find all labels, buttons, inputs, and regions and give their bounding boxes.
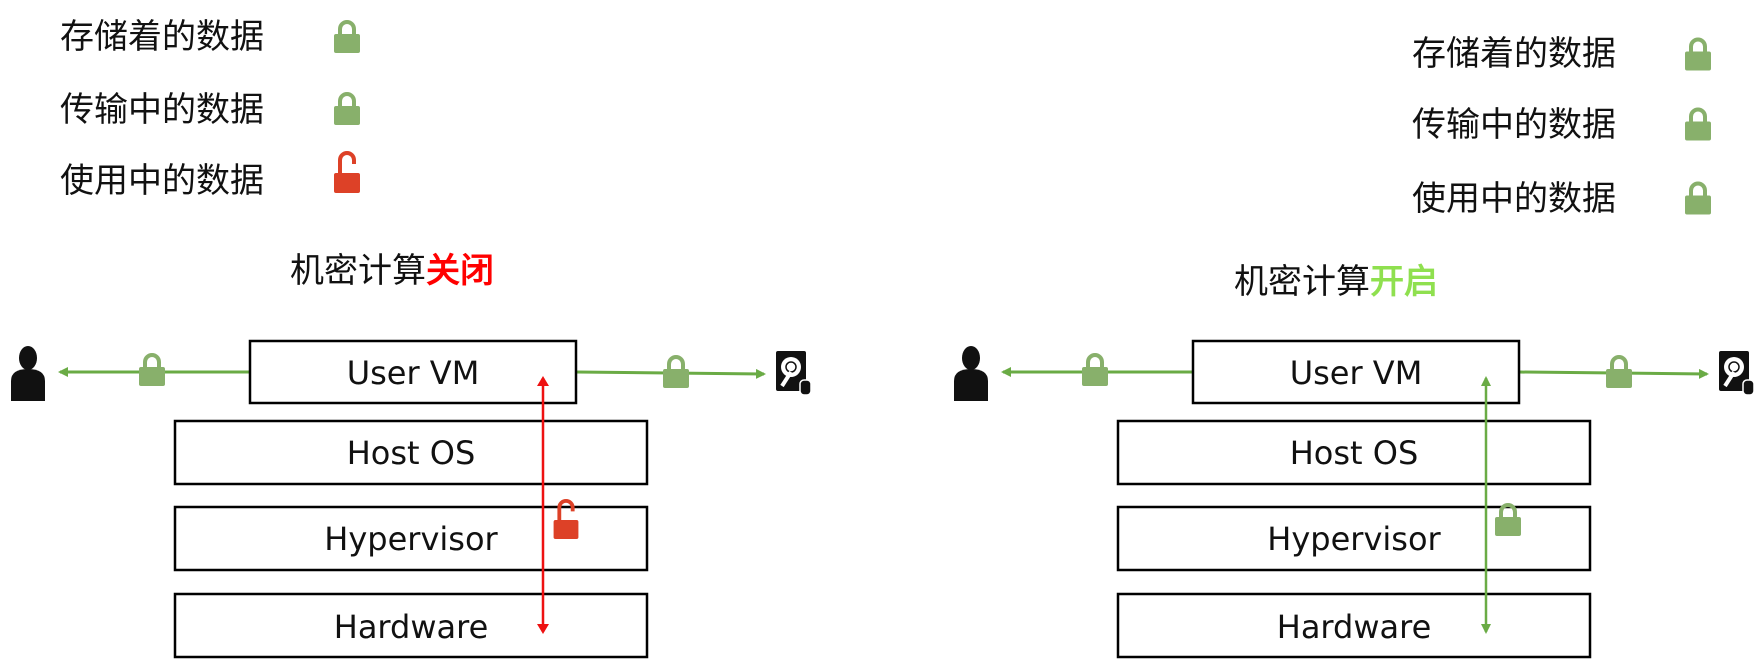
closed-lock-icon bbox=[1685, 110, 1711, 141]
legend-label: 存储着的数据 bbox=[1412, 34, 1616, 74]
layer-host-os bbox=[1116, 419, 1592, 486]
layer-user-vm bbox=[248, 339, 578, 405]
hard-disk-icon bbox=[774, 350, 812, 396]
layer-label: Host OS bbox=[347, 434, 476, 472]
layer-label: User VM bbox=[347, 354, 480, 392]
closed-lock-icon bbox=[663, 357, 689, 388]
closed-lock-icon bbox=[1685, 40, 1711, 71]
left-panel-cc-off: 存储着的数据 传输中的数据 使用中的数据 机密计算关闭 User VM Host… bbox=[11, 17, 812, 659]
user-icon bbox=[11, 346, 45, 401]
panel-title: 机密计算开启 bbox=[1234, 262, 1438, 302]
layer-hardware bbox=[173, 592, 649, 659]
panel-title: 机密计算关闭 bbox=[290, 251, 494, 291]
legend-label: 传输中的数据 bbox=[1412, 105, 1616, 145]
right-panel-cc-on: 存储着的数据 传输中的数据 使用中的数据 机密计算开启 User VM Host… bbox=[954, 34, 1755, 659]
legend-left: 存储着的数据 传输中的数据 使用中的数据 bbox=[60, 17, 361, 201]
layer-label: Hardware bbox=[334, 608, 489, 646]
closed-lock-icon bbox=[333, 20, 361, 54]
closed-lock-icon bbox=[139, 355, 165, 386]
closed-lock-icon bbox=[1685, 184, 1711, 215]
legend-label: 传输中的数据 bbox=[60, 90, 264, 130]
user-icon bbox=[954, 346, 988, 401]
legend-label: 使用中的数据 bbox=[60, 161, 264, 201]
legend-right: 存储着的数据 传输中的数据 使用中的数据 bbox=[1412, 34, 1711, 219]
closed-lock-icon bbox=[1606, 357, 1632, 388]
legend-label: 存储着的数据 bbox=[60, 17, 264, 57]
layer-label: Hypervisor bbox=[324, 520, 498, 558]
layer-label: Hardware bbox=[1277, 608, 1432, 646]
layer-label: Hypervisor bbox=[1267, 520, 1441, 558]
legend-label: 使用中的数据 bbox=[1412, 179, 1616, 219]
closed-lock-icon bbox=[333, 92, 361, 126]
layer-user-vm bbox=[1191, 339, 1521, 405]
hard-disk-icon bbox=[1717, 350, 1755, 396]
layer-label: User VM bbox=[1290, 354, 1423, 392]
closed-lock-icon bbox=[1082, 355, 1108, 386]
layer-hardware bbox=[1116, 592, 1592, 659]
open-lock-icon bbox=[333, 151, 361, 194]
layer-host-os bbox=[173, 419, 649, 486]
layer-label: Host OS bbox=[1290, 434, 1419, 472]
